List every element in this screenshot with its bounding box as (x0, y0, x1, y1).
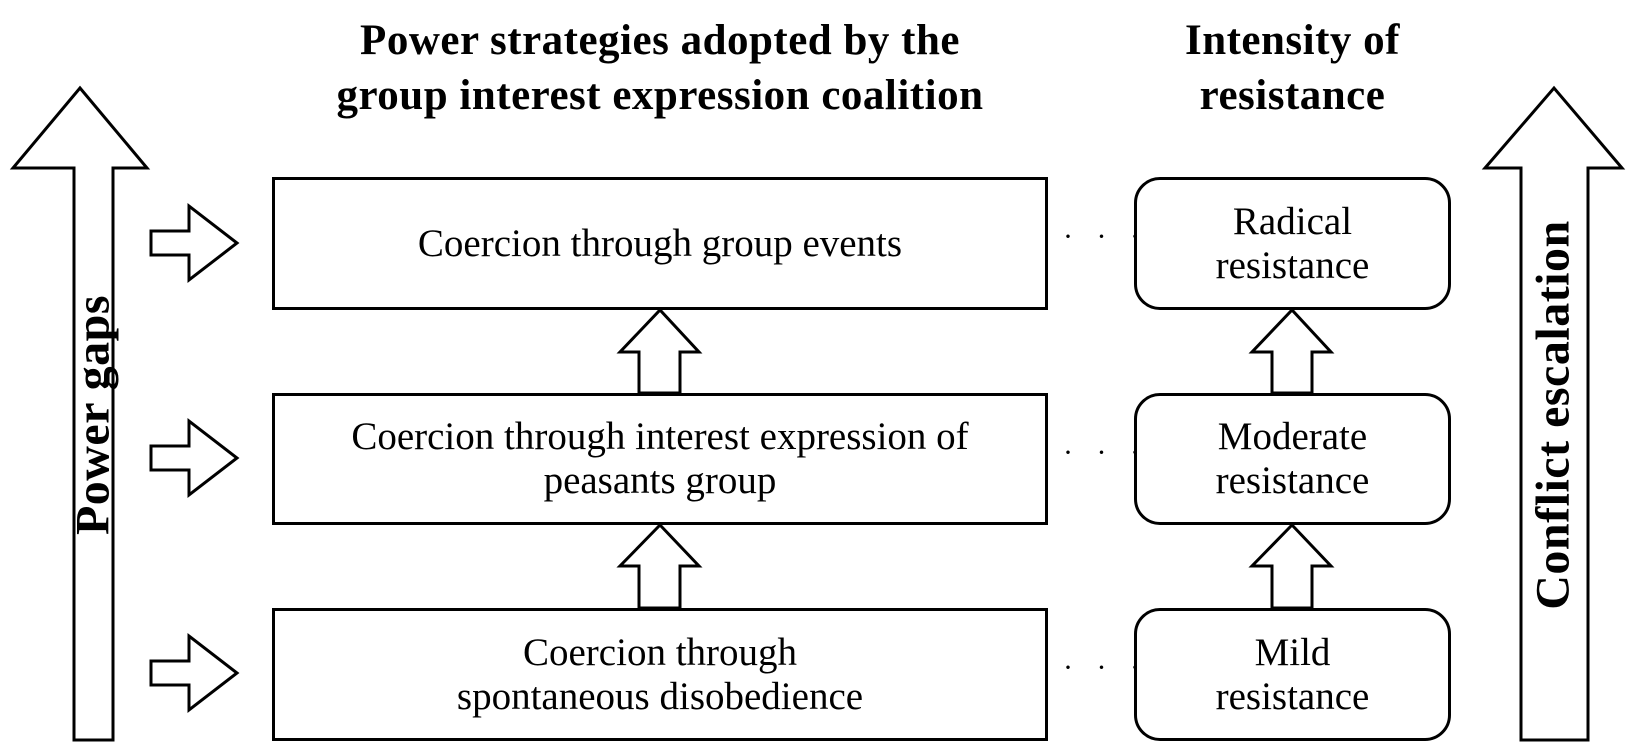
intensity-heading: Intensity of resistance (1184, 17, 1401, 119)
conflict-escalation-label: Conflict escalation (1526, 220, 1580, 610)
connector-dots-middle: · · · (1063, 436, 1148, 469)
intensity-label: Radical resistance (1215, 199, 1370, 287)
intensity-box-mild: Mild resistance (1134, 608, 1451, 741)
strategy-box-interest-expression: Coercion through interest expression of … (272, 393, 1048, 525)
strategy-box-spontaneous-disobedience: Coercion through spontaneous disobedienc… (272, 608, 1048, 741)
input-arrow-bottom (149, 632, 240, 714)
intensity-box-moderate: Moderate resistance (1134, 393, 1451, 525)
strategy-label: Coercion through interest expression of … (351, 415, 969, 502)
strategy-up-arrow-1 (616, 522, 703, 610)
input-arrow-top (149, 202, 240, 284)
intensity-up-arrow-1 (1248, 522, 1335, 610)
input-arrow-middle (149, 417, 240, 499)
strategies-heading: Power strategies adopted by the group in… (336, 17, 984, 119)
intensity-label: Mild resistance (1215, 630, 1370, 718)
power-gaps-label: Power gaps (66, 294, 120, 536)
power-gaps-arrow (9, 85, 151, 742)
strategy-up-arrow-2 (616, 307, 703, 395)
strategy-label: Coercion through spontaneous disobedienc… (456, 630, 864, 718)
intensity-up-arrow-2 (1248, 307, 1335, 395)
strategy-box-group-events: Coercion through group events (272, 177, 1048, 310)
intensity-box-radical: Radical resistance (1134, 177, 1451, 310)
connector-dots-top: · · · (1063, 220, 1148, 253)
conflict-escalation-arrow (1481, 85, 1626, 742)
connector-dots-bottom: · · · (1063, 651, 1148, 684)
strategy-label: Coercion through group events (417, 221, 903, 265)
intensity-label: Moderate resistance (1215, 415, 1370, 502)
